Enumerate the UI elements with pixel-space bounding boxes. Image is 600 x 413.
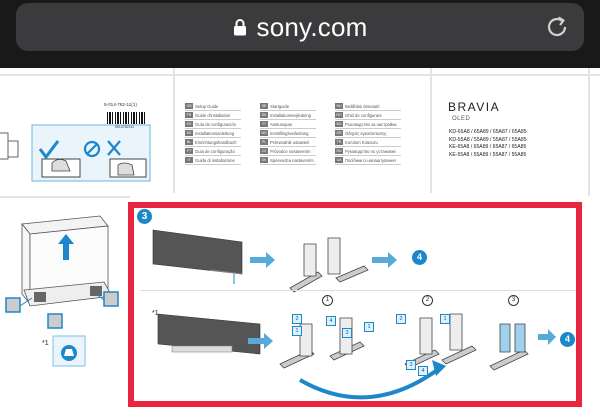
model-line: KD-65A8 / 65A89 / 65A87 / 65A85 <box>449 129 527 135</box>
lock-icon <box>233 19 246 36</box>
footnote-mark: *1 <box>152 310 159 317</box>
part-label: 2 <box>292 314 302 324</box>
url-text: sony.com <box>256 11 368 42</box>
model-line: KE-55A8 / 55A89 / 55A87 / 55A85 <box>449 151 527 158</box>
part-number: 5-014-782-11(1) <box>104 102 137 107</box>
brand-logo: BRAVIA <box>448 100 501 114</box>
unboxing-illustration <box>5 215 119 367</box>
step-number-badge: 3 <box>137 209 152 224</box>
column-divider-1 <box>173 68 175 193</box>
part-label: 2 <box>396 314 406 324</box>
sub-step-1: 1 <box>322 295 333 306</box>
column-divider-2 <box>430 68 432 193</box>
next-step-badge: 4 <box>560 332 575 347</box>
stand-assembly-row-1 <box>152 229 397 293</box>
product-subtitle: OLED <box>452 116 471 122</box>
part-label: 4 <box>418 366 428 376</box>
model-line: KD-55A8 / 55A89 / 55A87 / 55A85 <box>449 136 527 143</box>
do-dont-illustration <box>0 124 151 182</box>
next-step-badge: 4 <box>412 250 427 265</box>
barcode <box>107 112 147 124</box>
reload-icon[interactable] <box>544 14 570 40</box>
part-label: 3 <box>342 328 352 338</box>
stand-assembly-row-2 <box>157 313 556 400</box>
model-list: KD-65A8 / 65A89 / 65A87 / 65A85 KD-55A8 … <box>449 129 559 159</box>
part-label: 3 <box>406 360 416 370</box>
barcode-number: 5014782111 <box>115 125 134 129</box>
step-row-divider <box>140 290 576 291</box>
footnote-mark: *1 <box>42 340 49 347</box>
sub-step-3: 3 <box>508 295 519 306</box>
model-line: KE-65A8 / 65A89 / 65A87 / 65A85 <box>449 144 527 151</box>
left-panel-divider <box>0 196 130 198</box>
part-label: 4 <box>326 316 336 326</box>
part-label: 1 <box>292 326 302 336</box>
top-divider <box>0 74 600 76</box>
address-bar[interactable]: sony.com <box>16 3 584 51</box>
part-label: 1 <box>364 322 374 332</box>
sub-step-2: 2 <box>422 295 433 306</box>
column-divider-3 <box>588 68 590 196</box>
highlight-box <box>128 202 582 407</box>
part-label: 1 <box>440 314 450 324</box>
browser-toolbar: sony.com <box>0 0 600 68</box>
